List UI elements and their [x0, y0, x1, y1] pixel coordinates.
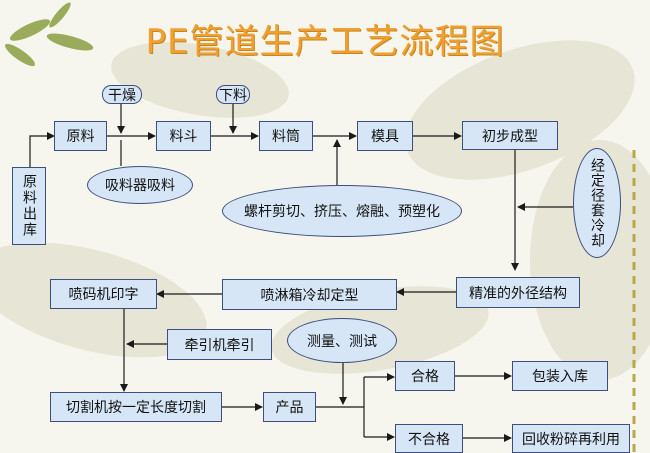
node-inkjet: 喷码机印字 [50, 279, 157, 309]
node-recycle: 回收粉碎再利用 [512, 424, 630, 453]
node-feed: 下料 [216, 85, 250, 104]
node-sizing-cooling: 经定径套冷却 [573, 148, 621, 258]
page-title: PE管道生产工艺流程图 [145, 22, 505, 62]
node-dry: 干燥 [102, 85, 142, 104]
node-qualified: 合格 [395, 361, 455, 391]
node-hopper: 料斗 [156, 121, 211, 151]
node-cut: 切割机按一定长度切割 [50, 392, 222, 422]
node-screw: 螺杆剪切、挤压、熔融、预塑化 [222, 185, 462, 237]
node-initial-forming: 初步成型 [462, 121, 558, 150]
node-product: 产品 [263, 392, 316, 422]
node-pack: 包装入库 [512, 361, 608, 391]
node-raw-storage: 原料出库 [12, 167, 46, 245]
node-traction: 牵引机牵引 [167, 329, 272, 360]
node-measure: 测量、测试 [287, 318, 397, 363]
node-unqualified: 不合格 [395, 424, 463, 453]
node-suction: 吸料器吸料 [87, 166, 193, 204]
node-mold: 模具 [357, 121, 413, 151]
node-barrel: 料筒 [259, 121, 313, 151]
node-spray-cooling: 喷淋箱冷却定型 [222, 279, 397, 310]
node-precise-diameter: 精准的外径结构 [456, 277, 580, 308]
node-raw: 原料 [54, 121, 107, 151]
